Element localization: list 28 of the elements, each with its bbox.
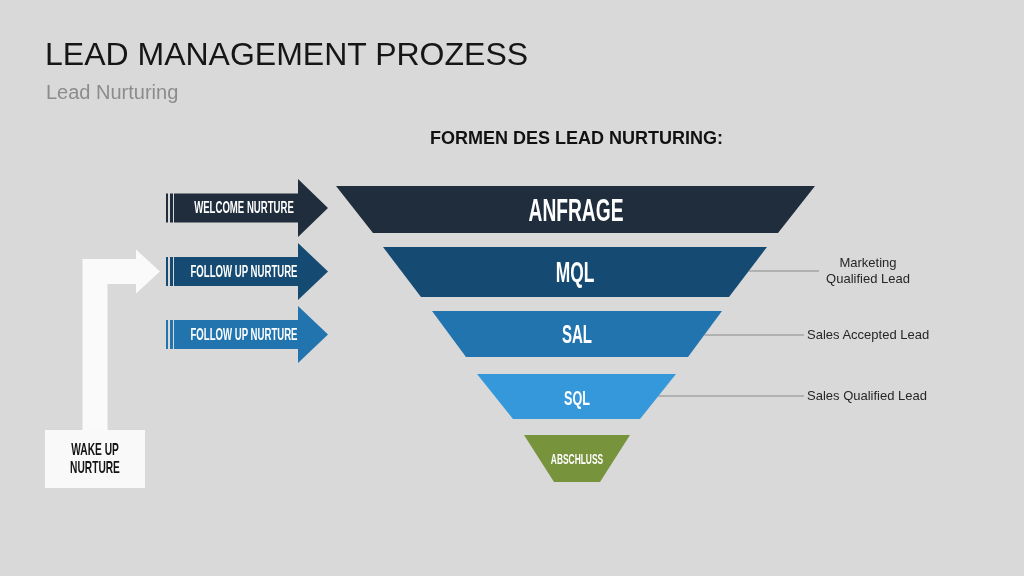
card-label: WAKE UP NURTURE <box>69 441 121 477</box>
arrow-banner <box>166 179 328 237</box>
arrow-label: FOLLOW UP NURTURE <box>190 326 298 343</box>
stage-description: Sales Qualified Lead <box>807 388 927 404</box>
funnel-stage <box>383 247 767 297</box>
arrow-label: WELCOME NURTURE <box>194 200 294 216</box>
slide-subtitle: Lead Nurturing <box>46 81 179 104</box>
arrow-banner <box>166 243 328 300</box>
arrow-banner <box>166 306 328 363</box>
funnel-stage <box>432 311 722 357</box>
leader-line <box>657 395 805 397</box>
stage-label: MQL <box>555 257 595 287</box>
section-heading: FORMEN DES LEAD NURTURING: <box>430 128 723 149</box>
leader-line <box>748 270 820 272</box>
stage-label: SQL <box>563 386 590 407</box>
leader-line <box>703 334 805 336</box>
stage-description: Marketing Qualified Lead <box>822 255 914 287</box>
funnel-stage <box>477 374 676 419</box>
stage-label: ABSCHLUSS <box>550 451 604 466</box>
funnel-stage <box>336 186 815 233</box>
bent-arrow <box>82 249 160 430</box>
slide-title: LEAD MANAGEMENT PROZESS <box>45 37 529 73</box>
text-card <box>45 430 145 488</box>
stage-description: Sales Accepted Lead <box>807 327 930 343</box>
arrow-label: FOLLOW UP NURTURE <box>190 263 298 280</box>
stage-label: ANFRAGE <box>528 193 623 226</box>
funnel-stage <box>524 435 630 482</box>
stage-label: SAL <box>562 321 592 347</box>
